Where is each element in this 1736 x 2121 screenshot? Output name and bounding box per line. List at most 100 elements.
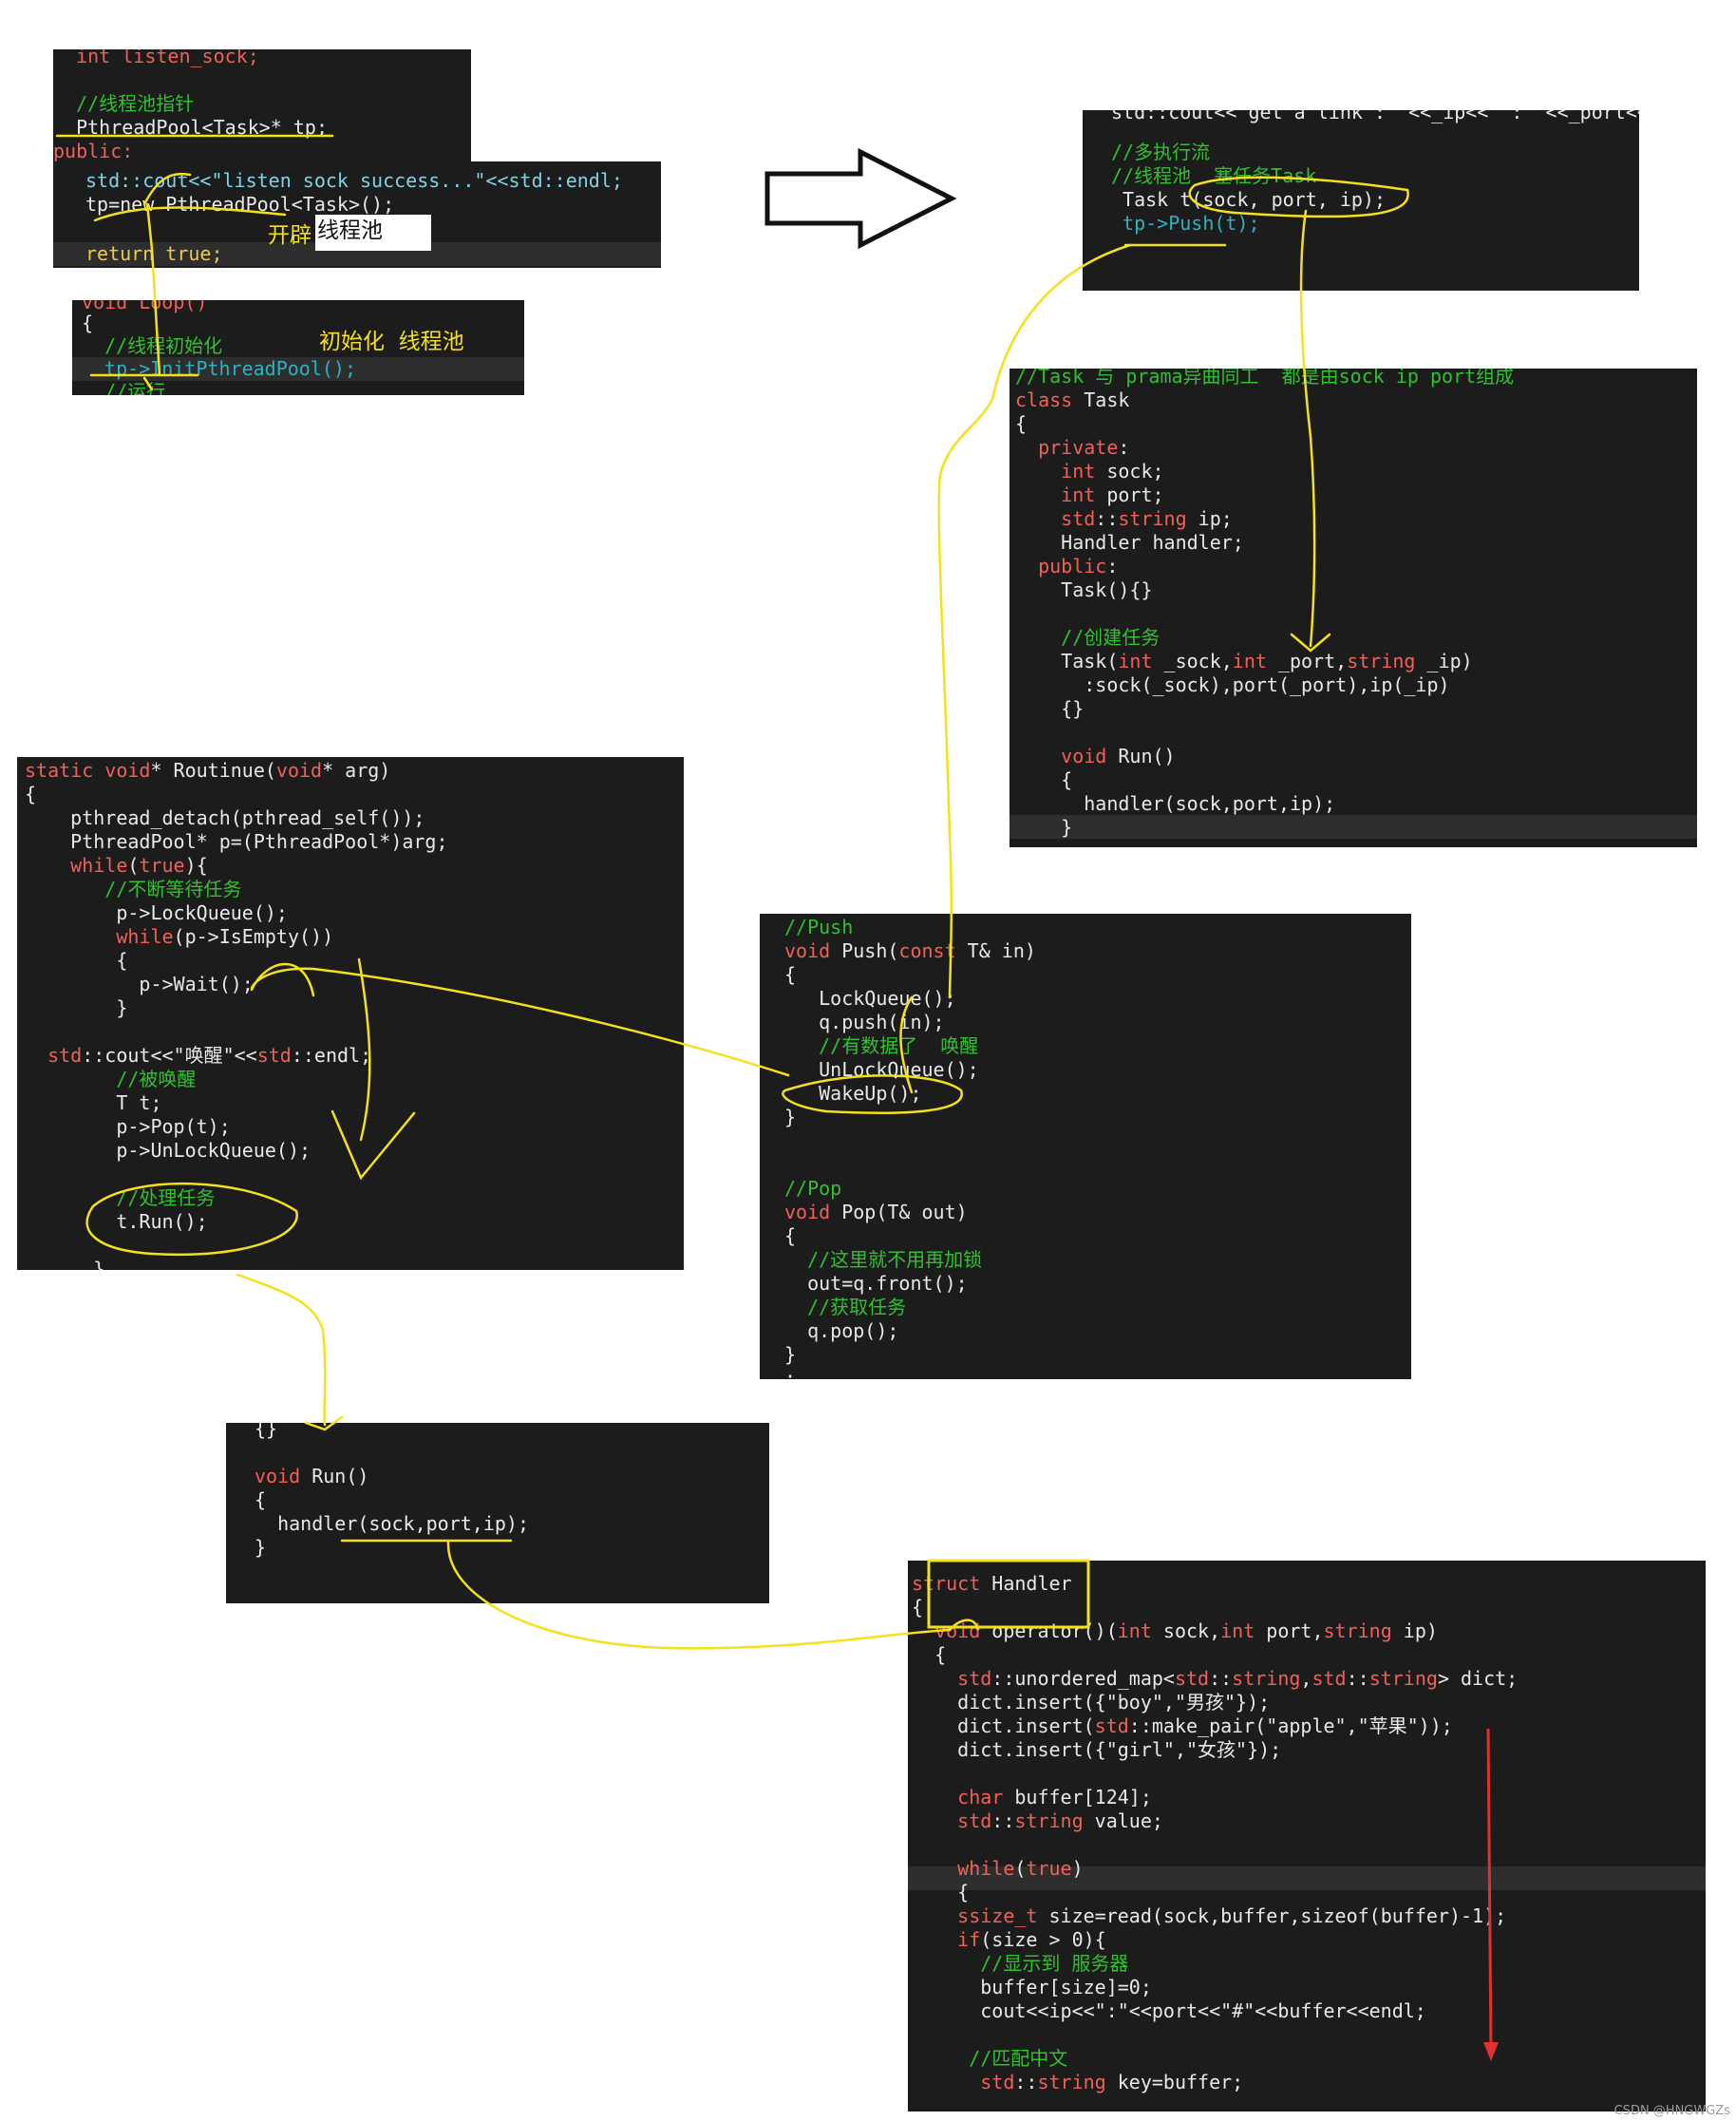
code-panel-push-task: std::cout<<"get a link : "<<_ip<<" : "<<… <box>1083 110 1639 291</box>
code-line: cout<<ip<<":"<<port<<"#"<<buffer<<endl; <box>912 1999 1426 2022</box>
code-panel-routine: static void* Routinue(void* arg){ pthrea… <box>17 757 684 1270</box>
code-line: //匹配中文 <box>912 2047 1068 2070</box>
big-right-arrow <box>764 147 957 250</box>
code-line: p->Wait(); <box>25 973 254 995</box>
code-line: //多执行流 <box>1111 141 1211 163</box>
code-line: //创建任务 <box>1015 626 1160 649</box>
code-line: Task(){} <box>1015 578 1153 601</box>
code-line: { <box>912 1881 970 1903</box>
code-line: void Run() <box>1061 745 1176 767</box>
code-line: //被唤醒 <box>25 1068 197 1090</box>
code-line: public: <box>1038 555 1119 578</box>
code-line: { <box>1015 412 1028 435</box>
code-line: tp->InitPthreadPool(); <box>82 357 356 380</box>
code-line: int listen_sock; <box>53 49 259 67</box>
code-line: LockQueue(); <box>784 987 956 1010</box>
code-panel-handler: struct Handler{ void operator()(int sock… <box>908 1561 1706 2112</box>
code-line: PthreadPool<Task>* tp; <box>53 116 328 139</box>
code-line: p->Pop(t); <box>25 1115 231 1138</box>
code-line: { <box>25 949 128 972</box>
code-line: private: <box>1038 436 1130 459</box>
code-line: //线程池指针 <box>53 92 195 115</box>
code-line: static void* Routinue(void* arg) <box>25 759 391 782</box>
code-line: std::string key=buffer; <box>980 2071 1244 2093</box>
code-line: std::cout<<"唤醒"<<std::endl; <box>47 1044 372 1067</box>
code-line: } <box>784 1106 797 1128</box>
code-line: } <box>25 996 128 1019</box>
code-line: void Run() <box>255 1465 369 1487</box>
code-line: ; <box>784 1367 797 1379</box>
code-panel-run: {}void Run(){ handler(sock,port,ip);} <box>226 1423 769 1603</box>
code-line: {} <box>1015 697 1085 720</box>
code-panel-init: int listen_sock; //线程池指针 PthreadPool<Tas… <box>53 49 471 161</box>
code-line: PthreadPool* p=(PthreadPool*)arg; <box>25 830 448 853</box>
code-line: { <box>912 1596 924 1619</box>
annotation-thread-pool-box: 线程池 <box>315 215 431 251</box>
code-panel-loop: void Loop() { //线程初始化 tp->InitPthreadPoo… <box>72 300 524 395</box>
code-line: } <box>25 1258 105 1270</box>
code-line: //不断等待任务 <box>25 878 242 900</box>
code-line: while(true) <box>957 1857 1084 1880</box>
code-line: std::unordered_map<std::string,std::stri… <box>957 1667 1519 1690</box>
code-line: handler(sock,port,ip); <box>1015 792 1336 815</box>
code-line: dict.insert({"boy","男孩"}); <box>912 1691 1271 1714</box>
code-line: //线程初始化 <box>82 334 223 357</box>
code-panel-success: std::cout<<"listen sock success..."<<std… <box>53 161 661 268</box>
code-line: while(p->IsEmpty()) <box>116 925 334 948</box>
code-line: //有数据了 唤醒 <box>784 1034 979 1057</box>
code-line: //运行 <box>82 380 166 395</box>
code-line: class Task <box>1015 388 1130 411</box>
code-line: UnLockQueue(); <box>784 1058 979 1081</box>
code-line: while(true){ <box>70 854 208 877</box>
code-line: out=q.front(); <box>784 1272 968 1295</box>
code-line: return true; <box>85 242 223 265</box>
code-line: //Pop <box>784 1177 842 1200</box>
watermark: CSDN @HNGWGZs <box>1613 2104 1730 2118</box>
code-line: } <box>255 1536 267 1559</box>
code-line: { <box>784 1224 797 1247</box>
code-line: { <box>1015 768 1073 791</box>
code-line: //处理任务 <box>25 1186 216 1209</box>
code-line: void Loop() <box>82 300 208 313</box>
code-line: pthread_detach(pthread_self()); <box>25 806 425 829</box>
code-line: void Push(const T& in) <box>784 939 1036 962</box>
code-line: { <box>784 963 797 986</box>
code-line: //Task 与 prama异曲同工 都是由sock ip port组成 <box>1015 369 1515 388</box>
code-line: { <box>912 1643 947 1666</box>
annotation-init-pool: 初始化 线程池 <box>319 330 464 354</box>
code-line: char buffer[124]; <box>957 1786 1152 1809</box>
code-line: T t; <box>25 1091 162 1114</box>
code-line: } <box>784 1343 797 1366</box>
code-line: buffer[size]=0; <box>912 1976 1152 1998</box>
code-line: handler(sock,port,ip); <box>255 1512 529 1535</box>
code-line: WakeUp(); <box>784 1082 922 1105</box>
code-line: p->LockQueue(); <box>25 901 288 924</box>
code-line: { <box>25 783 37 805</box>
code-line: std::cout<<"get a link : "<<_ip<<" : "<<… <box>1111 110 1639 123</box>
code-line: Task t(sock, port, ip); <box>1111 188 1386 211</box>
code-line: //线程池 塞任务Task <box>1111 164 1317 187</box>
code-line: p->UnLockQueue(); <box>25 1139 311 1162</box>
code-line: { <box>255 1488 267 1511</box>
code-line: if(size > 0){ <box>957 1928 1106 1951</box>
code-line: tp=new PthreadPool<Task>(); <box>85 193 395 216</box>
code-line: ssize_t size=read(sock,buffer,sizeof(buf… <box>957 1904 1507 1927</box>
code-line: //Push <box>784 916 854 938</box>
code-line: std::cout<<"listen sock success..."<<std… <box>85 169 623 192</box>
code-line: public: <box>53 140 134 161</box>
code-line: q.push(in); <box>784 1011 945 1033</box>
code-line: t.Run(); <box>25 1210 208 1233</box>
code-line: dict.insert(std::make_pair("apple","苹果")… <box>912 1714 1453 1737</box>
code-line: void Pop(T& out) <box>784 1201 968 1223</box>
code-line: int sock; <box>1061 460 1164 483</box>
code-line: int port; <box>1061 483 1164 506</box>
code-line: struct Handler <box>912 1572 1072 1595</box>
code-line: //获取任务 <box>784 1296 907 1318</box>
code-line: std::string ip; <box>1061 507 1233 530</box>
annotation-open: 开辟 <box>268 223 311 248</box>
code-line: } <box>1015 816 1073 839</box>
code-line: tp->Push(t); <box>1111 212 1260 235</box>
code-line: :sock(_sock),port(_port),ip(_ip) <box>1015 673 1450 696</box>
